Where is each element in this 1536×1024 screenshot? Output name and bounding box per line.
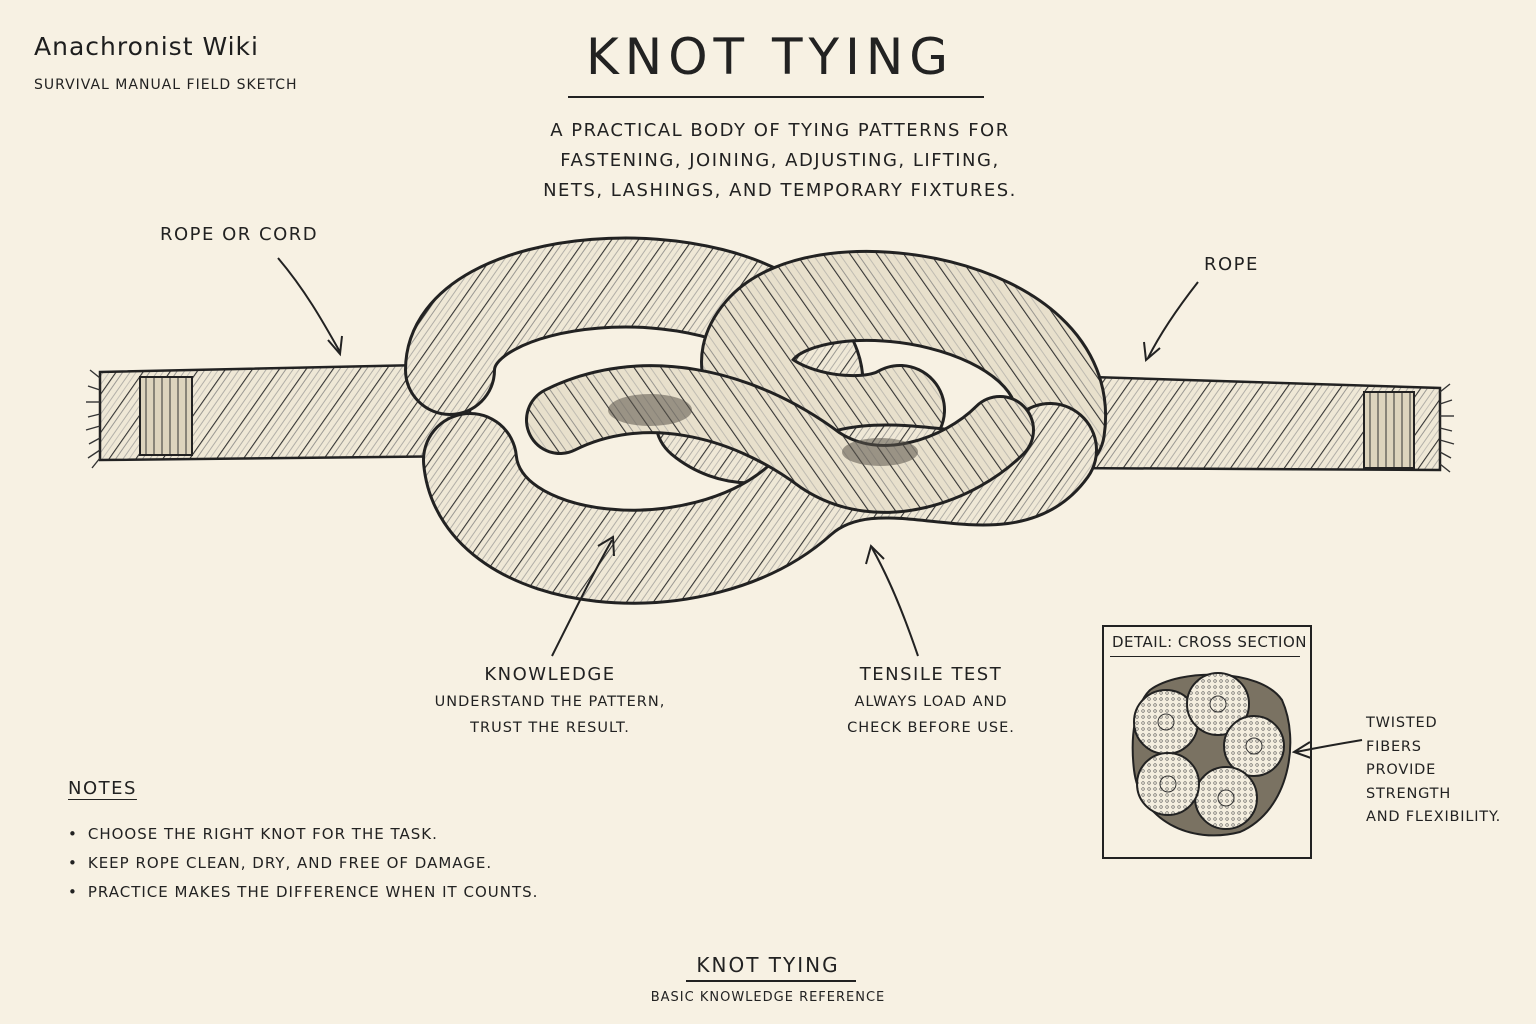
detail-caption-line: PROVIDE (1366, 762, 1437, 778)
label-rope: ROPE (1204, 254, 1259, 275)
detail-box (1102, 625, 1312, 859)
detail-caption-line: FIBERS (1366, 738, 1422, 755)
tensile-line-2: CHECK BEFORE USE. (847, 720, 1015, 736)
footer-title: KNOT TYING (696, 953, 840, 977)
intro-text: A PRACTICAL BODY OF TYING PATTERNS FOR F… (500, 116, 1060, 206)
intro-line-3: NETS, LASHINGS, AND TEMPORARY FIXTURES. (543, 180, 1017, 201)
footer-underline (686, 980, 856, 982)
notes-item: KEEP ROPE CLEAN, DRY, AND FREE OF DAMAGE… (68, 849, 538, 878)
callout-arrows (277, 257, 1363, 759)
intro-line-1: A PRACTICAL BODY OF TYING PATTERNS FOR (550, 120, 1010, 141)
callout-tensile-test: TENSILE TEST ALWAYS LOAD AND CHECK BEFOR… (836, 664, 1026, 741)
knot-body (404, 236, 1107, 605)
arrow-knowledge (551, 539, 613, 657)
tensile-title: TENSILE TEST (859, 664, 1003, 685)
tensile-line-1: ALWAYS LOAD AND (854, 694, 1008, 710)
brand-subtitle: SURVIVAL MANUAL FIELD SKETCH (34, 77, 298, 93)
label-rope-or-cord: ROPE OR CORD (160, 224, 319, 245)
arrow-rope-left (277, 257, 341, 353)
title-underline (568, 96, 984, 98)
detail-caption-line: TWISTED (1366, 715, 1438, 731)
knowledge-line-1: UNDERSTAND THE PATTERN, (434, 694, 666, 710)
callout-knowledge: KNOWLEDGE UNDERSTAND THE PATTERN, TRUST … (432, 664, 668, 741)
page-title: KNOT TYING (586, 28, 954, 86)
knowledge-title: KNOWLEDGE (484, 664, 616, 685)
arrow-fibers (1295, 739, 1363, 753)
footer-subtitle: BASIC KNOWLEDGE REFERENCE (650, 990, 886, 1005)
notes-item: PRACTICE MAKES THE DIFFERENCE WHEN IT CO… (68, 878, 538, 907)
brand-title: Anachronist Wiki (34, 32, 259, 61)
rope-cross-section (1131, 672, 1292, 837)
notes-list: CHOOSE THE RIGHT KNOT FOR THE TASK. KEEP… (68, 820, 538, 907)
arrow-tensile (871, 547, 919, 657)
arrow-rope-right (1147, 281, 1199, 359)
detail-caption-line: STRENGTH (1366, 785, 1452, 802)
rope-right-end (1058, 374, 1455, 473)
detail-caption: TWISTED FIBERS PROVIDE STRENGTH AND FLEX… (1366, 712, 1501, 830)
detail-heading-rule (1110, 656, 1300, 657)
detail-heading: DETAIL: CROSS SECTION (1112, 633, 1307, 651)
notes-item: CHOOSE THE RIGHT KNOT FOR THE TASK. (68, 820, 538, 849)
knowledge-line-2: TRUST THE RESULT. (470, 720, 630, 736)
detail-caption-line: AND FLEXIBILITY. (1366, 809, 1502, 825)
notes-heading: NOTES (68, 778, 137, 799)
intro-line-2: FASTENING, JOINING, ADJUSTING, LIFTING, (560, 150, 1000, 171)
rope-left-end (85, 362, 472, 469)
